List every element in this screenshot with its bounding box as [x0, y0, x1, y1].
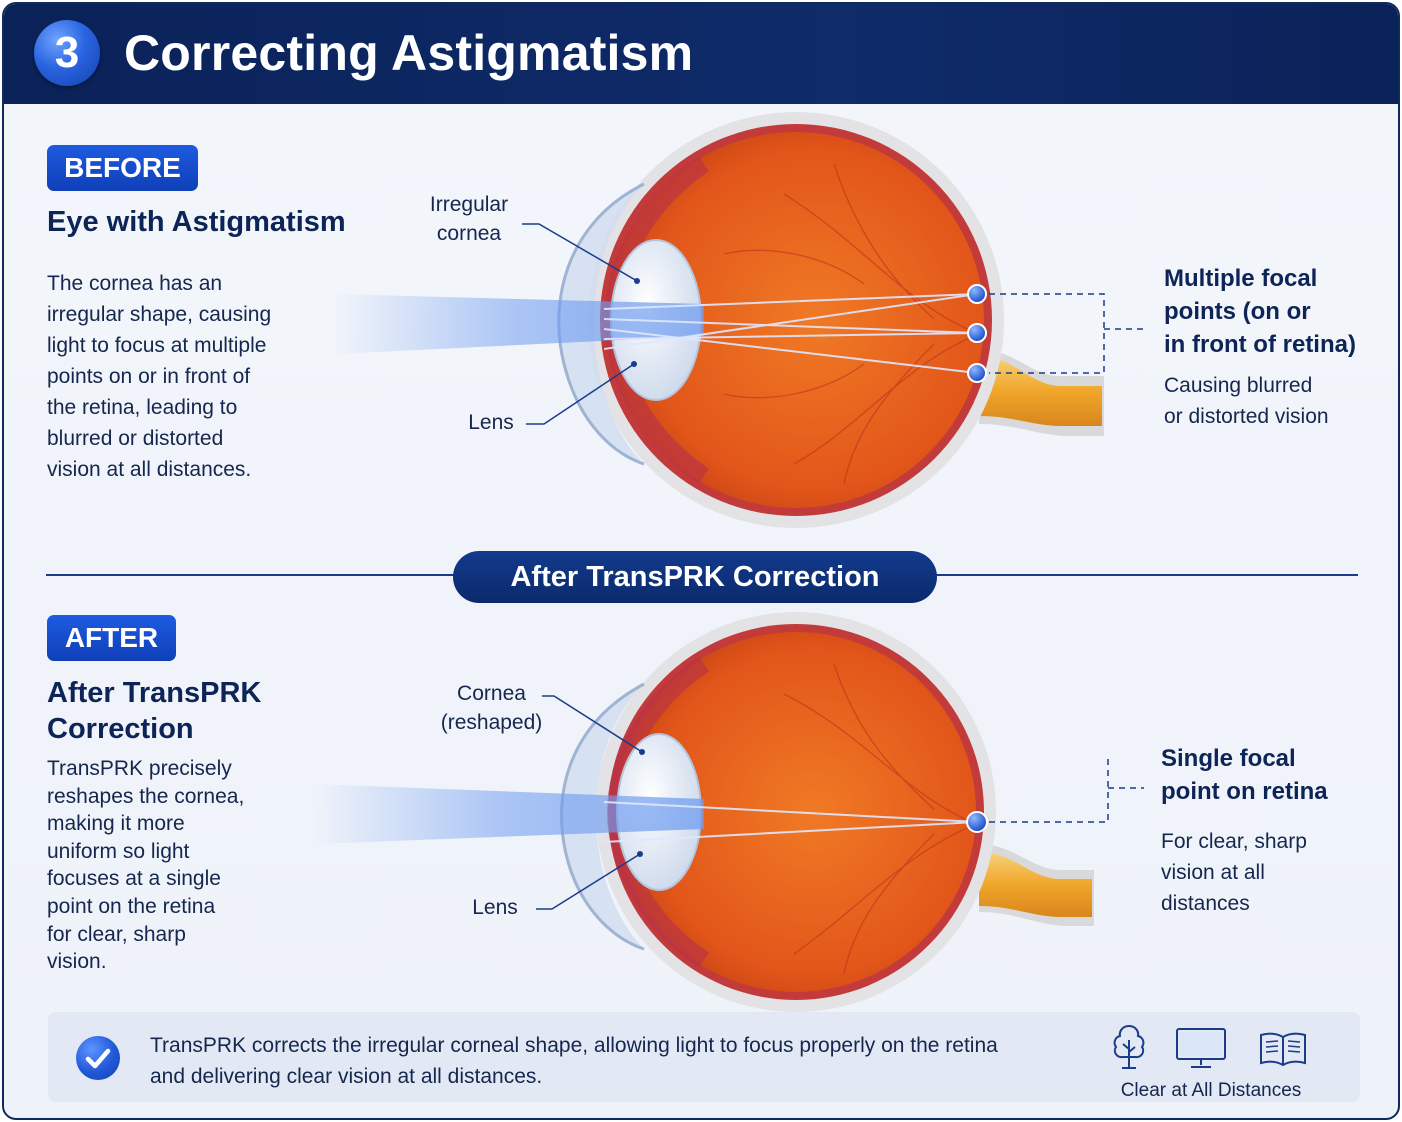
book-icon: [1260, 1032, 1306, 1067]
label-lens-before: Lens: [468, 411, 514, 434]
check-icon: [76, 1036, 120, 1080]
before-badge: BEFORE: [47, 145, 198, 191]
summary-box: [48, 1012, 1360, 1102]
label-lens-after: Lens: [472, 896, 518, 919]
label-irregular-cornea: Irregular cornea: [429, 193, 509, 245]
before-heading: Eye with Astigmatism: [47, 206, 346, 238]
after-heading: After TransPRK Correction: [47, 677, 262, 745]
label-cornea-reshaped: Cornea (reshaped): [440, 682, 543, 734]
clear-at-all-distances-label: Clear at All Distances: [1120, 1080, 1302, 1101]
eye-before: [334, 112, 1144, 528]
divider-right: [934, 574, 1358, 576]
page-title: Correcting Astigmatism: [124, 25, 694, 81]
after-result-text: For clear, sharp vision at all distances: [1161, 830, 1307, 915]
tree-icon: [1113, 1024, 1145, 1069]
eye-illustrations: [314, 112, 1144, 1012]
before-description: The cornea has an irregular shape, causi…: [47, 272, 272, 481]
before-result-heading: Multiple focal points (on or in front of…: [1164, 265, 1356, 358]
after-correction-banner: After TransPRK Correction: [453, 551, 937, 603]
monitor-icon: [1176, 1028, 1226, 1068]
divider-left: [46, 574, 456, 576]
summary-text: TransPRK corrects the irregular corneal …: [150, 1034, 998, 1088]
header-bar: 3 Correcting Astigmatism: [4, 4, 1398, 104]
eye-after: [314, 612, 1144, 1012]
step-number-badge: 3: [34, 20, 100, 86]
after-badge: AFTER: [47, 615, 176, 661]
before-result-text: Causing blurred or distorted vision: [1164, 374, 1329, 428]
after-description: TransPRK precisely reshapes the cornea, …: [47, 757, 245, 974]
after-result-heading: Single focal point on retina: [1161, 745, 1328, 805]
